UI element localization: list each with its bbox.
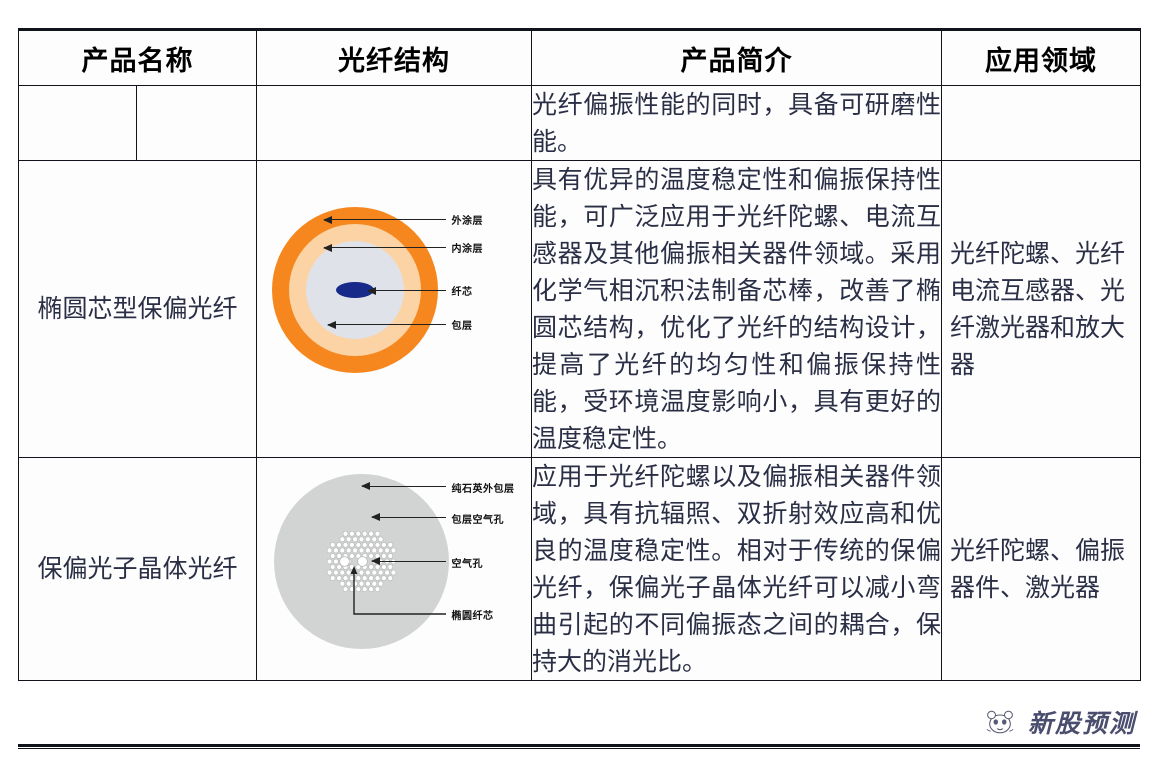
arrow-head-icon	[322, 215, 332, 224]
leader-line-pure-silica-cladding	[360, 482, 446, 490]
label-inner-coating: 内涂层	[451, 244, 483, 255]
product-intro-text: 应用于光纤陀螺以及偏振相关器件领域，具有抗辐照、双折射效应高和优良的温度稳定性。…	[532, 462, 941, 676]
table-bottom-rule	[18, 744, 1140, 749]
column-header-fiber-structure: 光纤结构	[256, 28, 532, 86]
watermark: 新股预测	[981, 704, 1136, 740]
cell-application-field: 光纤陀螺、偏振器件、激光器	[941, 457, 1141, 681]
column-header-product-name: 产品名称	[18, 28, 257, 86]
table-header: 产品名称 光纤结构 产品简介 应用领域	[18, 28, 1141, 86]
panda-logo-icon	[986, 710, 1014, 734]
product-intro-text: 具有优异的温度稳定性和偏振保持性能，可广泛应用于光纤陀螺、电流互感器及其他偏振相…	[532, 165, 941, 453]
cell-product-name-left	[18, 85, 137, 161]
table-row: 光纤偏振性能的同时，具备可研磨性能。	[18, 85, 1141, 161]
cell-application-field: 光纤陀螺、光纤电流互感器、光纤激光器和放大器	[941, 160, 1141, 458]
cell-product-intro: 具有优异的温度稳定性和偏振保持性能，可广泛应用于光纤陀螺、电流互感器及其他偏振相…	[531, 160, 942, 458]
label-outer-coating: 外涂层	[451, 216, 483, 227]
cell-product-name: 保偏光子晶体光纤	[18, 457, 257, 681]
leader-line-inner-coating	[322, 243, 446, 252]
table-body: 光纤偏振性能的同时，具备可研磨性能。 椭圆芯型保偏光纤	[18, 85, 1141, 681]
photonic-crystal-fiber-diagram: 纯石英外包层 包层空气孔 空气孔 椭圆纤芯	[262, 462, 527, 677]
cell-product-name-right	[136, 85, 257, 161]
arrow-head-icon	[326, 320, 336, 329]
application-field-text	[942, 117, 1140, 129]
core-air-hole-left	[339, 556, 349, 566]
arrow-head-icon	[322, 243, 332, 252]
arrow-head-icon	[366, 286, 376, 295]
watermark-brand-text: 新股预测	[1027, 709, 1136, 738]
leader-line-outer-coating	[322, 215, 446, 224]
arrow-head-icon	[370, 513, 380, 521]
label-pure-silica-cladding: 纯石英外包层	[451, 483, 515, 495]
cell-product-intro: 光纤偏振性能的同时，具备可研磨性能。	[531, 85, 942, 161]
leader-line-air-hole	[370, 557, 446, 565]
cell-product-name: 椭圆芯型保偏光纤	[18, 160, 257, 458]
leader-line-core	[366, 286, 446, 295]
cell-application-field	[941, 85, 1141, 161]
product-intro-text: 光纤偏振性能的同时，具备可研磨性能。	[532, 90, 941, 156]
elliptical-core-shape	[335, 282, 374, 298]
column-header-product-intro: 产品简介	[531, 28, 942, 86]
cell-fiber-structure	[256, 85, 532, 161]
table-row: 保偏光子晶体光纤 纯石英外包层 包层空气孔	[18, 457, 1141, 681]
leader-line-cladding-air-hole	[370, 513, 446, 521]
cell-fiber-structure: 纯石英外包层 包层空气孔 空气孔 椭圆纤芯	[256, 457, 532, 681]
label-cladding: 包层	[451, 321, 473, 332]
arrow-head-icon	[370, 557, 380, 565]
core-air-hole-right	[357, 556, 367, 566]
table-header-row: 产品名称 光纤结构 产品简介 应用领域	[18, 28, 1141, 86]
column-header-application-field: 应用领域	[941, 28, 1141, 86]
product-table: 产品名称 光纤结构 产品简介 应用领域 光纤偏振性能的同时，具备可研磨性能。	[18, 28, 1141, 681]
product-name-text: 保偏光子晶体光纤	[37, 554, 238, 583]
application-field-text: 光纤陀螺、偏振器件、激光器	[950, 536, 1126, 602]
leader-line-elliptical-core	[350, 565, 446, 615]
label-core: 纤芯	[451, 287, 473, 298]
cell-fiber-structure: 外涂层 内涂层 纤芯 包层	[256, 160, 532, 458]
table-row: 椭圆芯型保偏光纤 外涂层 内涂层 纤芯	[18, 160, 1141, 458]
product-name-text: 椭圆芯型保偏光纤	[37, 294, 238, 323]
cell-product-intro: 应用于光纤陀螺以及偏振相关器件领域，具有抗辐照、双折射效应高和优良的温度稳定性。…	[531, 457, 942, 681]
application-field-text: 光纤陀螺、光纤电流互感器、光纤激光器和放大器	[950, 239, 1126, 379]
arrow-head-icon	[360, 482, 370, 490]
label-elliptical-core: 椭圆纤芯	[451, 610, 494, 622]
label-cladding-air-hole: 包层空气孔	[451, 514, 504, 526]
elliptical-core-fiber-diagram: 外涂层 内涂层 纤芯 包层	[262, 193, 527, 425]
label-air-hole: 空气孔	[451, 558, 483, 570]
leader-line-cladding	[326, 320, 446, 329]
